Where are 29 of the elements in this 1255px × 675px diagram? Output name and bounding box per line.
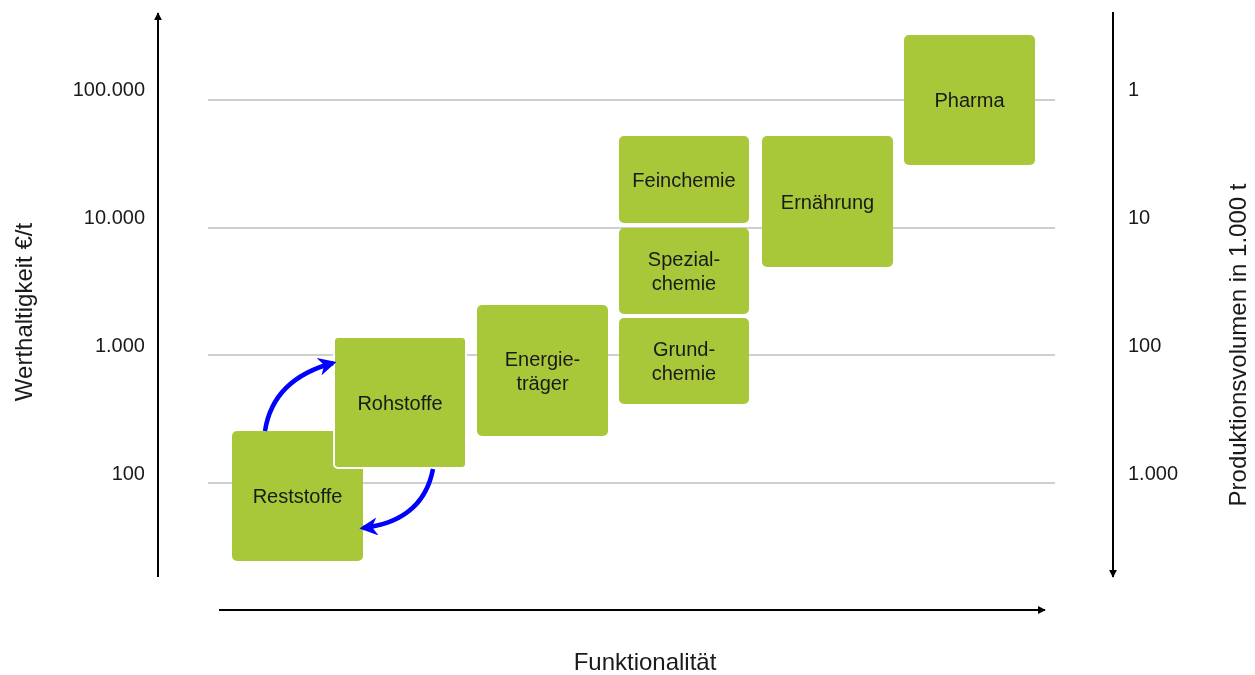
box-label: Grund- chemie [650,337,718,385]
box-label: Reststoffe [252,484,343,508]
axis-title: Werthaltigkeit €/t [10,222,38,402]
box-label: Ernährung [780,189,875,214]
axis-tick-label: 100.000 [72,78,145,101]
axis-tick-label: 100 [1128,334,1162,357]
axis-title: Funktionalität [573,648,717,675]
axis-tick-label: 1.000 [1128,462,1179,485]
category-box [619,136,749,223]
axis-tick-label: 100 [111,462,145,485]
curved-arrow [262,358,337,432]
category-box [762,136,893,267]
box-label: Energie- träger [503,346,582,395]
axis-title: Produktionsvolumen in 1.000 t [1224,183,1252,507]
axis-tick-label: 1 [1128,78,1140,101]
box-label: Feinchemie [632,167,736,192]
box-label: Spezial- chemie [646,247,722,295]
axis-tick-label: 10 [1128,206,1151,229]
category-box [477,305,608,436]
category-box [904,35,1035,165]
category-box [619,318,749,404]
category-box [333,336,467,469]
axis-tick-label: 10.000 [83,206,145,229]
box-label: Rohstoffe [357,390,443,415]
category-box [232,431,363,561]
box-label: Pharma [934,88,1005,112]
category-box [619,228,749,314]
axis-tick-label: 1.000 [94,334,145,357]
curved-arrow [359,468,436,535]
